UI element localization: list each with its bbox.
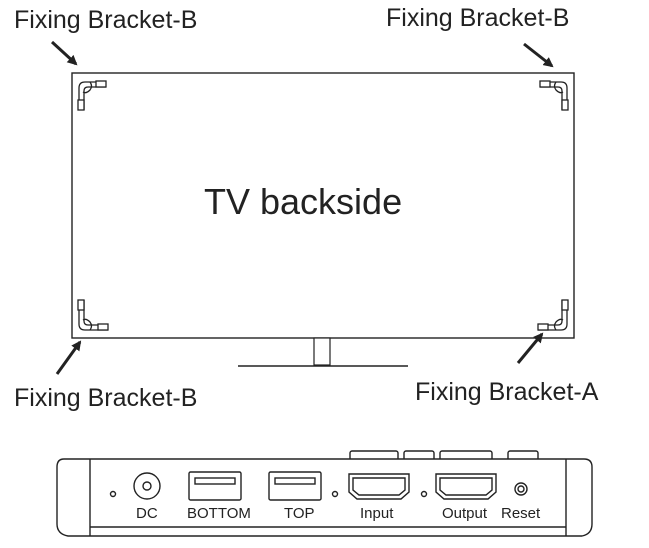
tv-stand <box>238 337 408 367</box>
port-usb-bottom <box>188 471 242 501</box>
port-label-top: TOP <box>284 505 315 522</box>
port-label-reset: Reset <box>501 505 541 522</box>
label-bracket-top-left: Fixing Bracket-B <box>14 6 198 34</box>
arrow-top-right <box>523 42 554 68</box>
arrow-bottom-left <box>55 340 82 375</box>
bracket-bottom-left <box>77 299 109 331</box>
tv-screen <box>71 72 575 339</box>
port-label-output: Output <box>442 505 488 522</box>
label-bracket-bottom-left: Fixing Bracket-B <box>14 384 198 412</box>
port-hdmi-input <box>331 473 410 500</box>
port-label-dc: DC <box>136 505 158 522</box>
port-usb-top <box>268 471 322 501</box>
bracket-top-right <box>539 80 569 111</box>
port-hdmi-output <box>420 473 497 500</box>
port-dc <box>109 472 161 500</box>
label-bracket-bottom-right: Fixing Bracket-A <box>415 378 599 406</box>
bracket-top-left <box>77 80 107 111</box>
tv-title: TV backside <box>204 181 403 222</box>
bracket-bottom-right <box>537 299 569 331</box>
button-reset <box>514 482 528 496</box>
label-bracket-top-right: Fixing Bracket-B <box>386 4 570 32</box>
arrow-bottom-right <box>516 332 544 364</box>
arrow-top-left <box>50 40 78 66</box>
port-label-input: Input <box>360 505 394 522</box>
port-label-bottom: BOTTOM <box>187 505 251 522</box>
